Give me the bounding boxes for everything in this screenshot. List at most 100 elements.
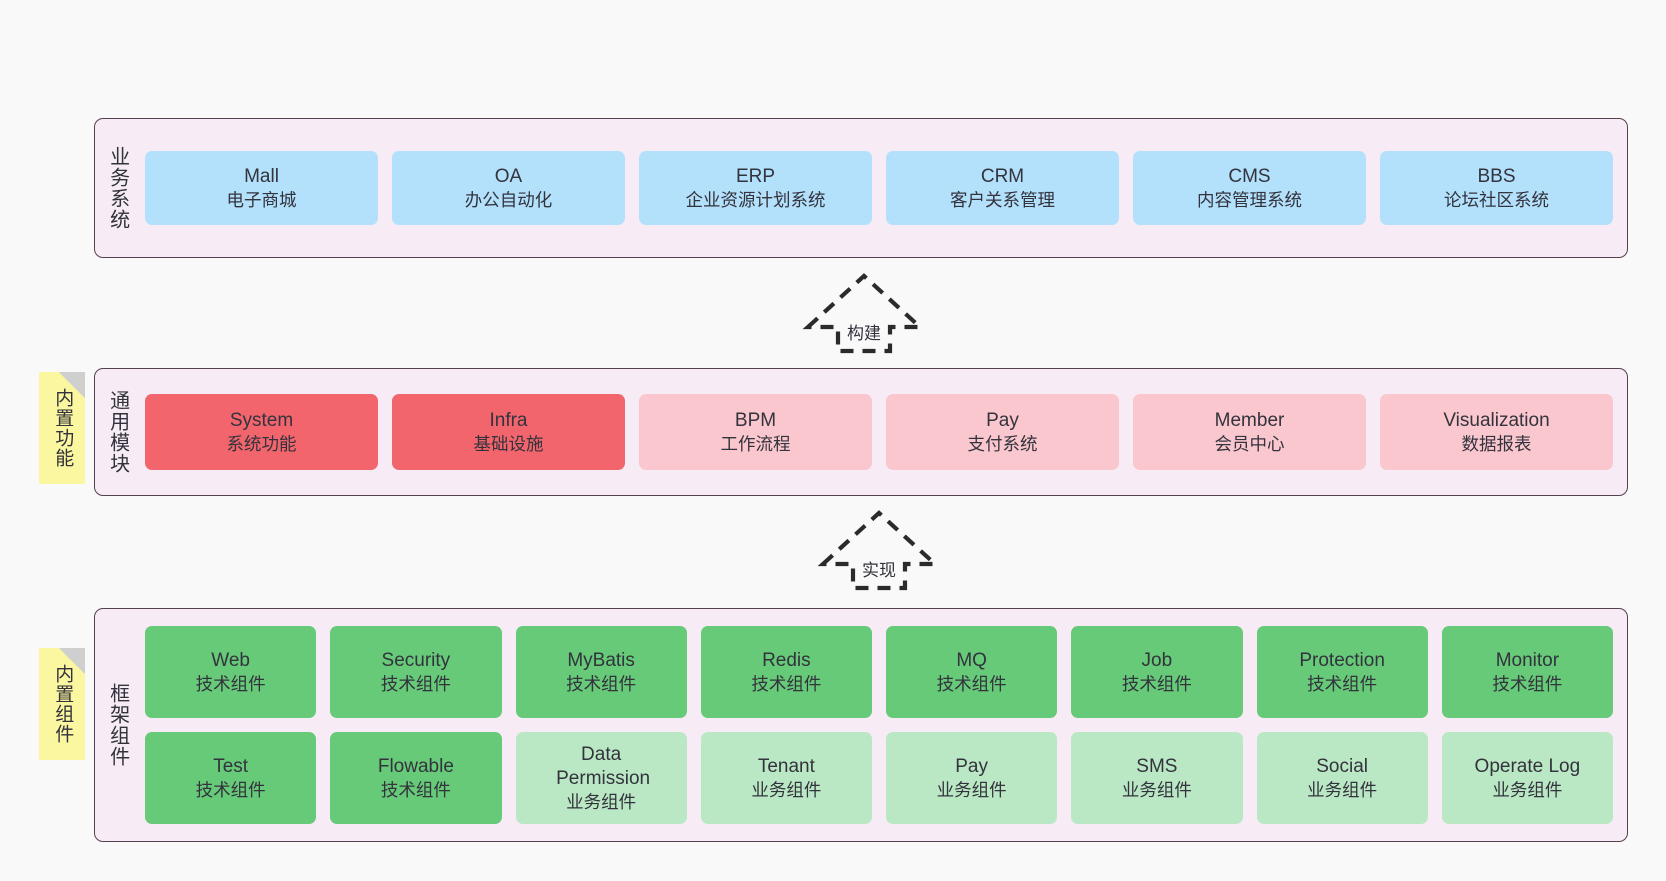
card-title: MyBatis: [567, 650, 635, 671]
card-infra[interactable]: Infra 基础设施: [392, 394, 625, 470]
card-subtitle: 支付系统: [967, 433, 1038, 454]
card-bpm[interactable]: BPM 工作流程: [639, 394, 872, 470]
layer-body-framework-components: Web 技术组件 Security 技术组件 MyBatis 技术组件 Redi…: [139, 609, 1627, 841]
card-title: SMS: [1136, 756, 1178, 777]
card-tenant[interactable]: Tenant 业务组件: [700, 732, 872, 824]
framework-row-business: Test 技术组件 Flowable 技术组件 Data Permission …: [145, 732, 1613, 824]
card-title: CRM: [980, 166, 1025, 187]
card-title: Security: [381, 650, 451, 671]
card-subtitle: 业务组件: [751, 779, 822, 800]
layer-title-framework-components: 框架组件: [106, 683, 129, 767]
card-security[interactable]: Security 技术组件: [330, 626, 502, 718]
card-data-permission[interactable]: Data Permission 业务组件: [515, 732, 687, 824]
card-title: Redis: [762, 650, 811, 671]
card-mq[interactable]: MQ 技术组件: [886, 626, 1058, 718]
card-title: Flowable: [377, 756, 454, 777]
card-subtitle: 企业资源计划系统: [685, 189, 826, 210]
card-subtitle: 论坛社区系统: [1444, 189, 1549, 210]
card-pay-business[interactable]: Pay 业务组件: [886, 732, 1058, 824]
layer-framework-components: 框架组件 Web 技术组件 Security 技术组件 MyBatis 技术组件…: [94, 608, 1628, 842]
card-web[interactable]: Web 技术组件: [145, 626, 317, 718]
card-title: Tenant: [757, 756, 815, 777]
card-title: MQ: [956, 650, 987, 671]
card-title: Job: [1141, 650, 1173, 671]
card-title: Pay: [986, 410, 1019, 431]
layer-common-modules: 通用模块 System 系统功能 Infra 基础设施 BPM 工作流程 Pay…: [94, 368, 1628, 496]
card-subtitle: 内容管理系统: [1197, 189, 1302, 210]
note-label: 内置组件: [52, 664, 74, 744]
card-subtitle: 业务组件: [1121, 779, 1192, 800]
card-subtitle: 基础设施: [473, 433, 544, 454]
card-mybatis[interactable]: MyBatis 技术组件: [515, 626, 687, 718]
card-pay[interactable]: Pay 支付系统: [886, 394, 1119, 470]
card-subtitle: 会员中心: [1214, 433, 1285, 454]
layer-body-common-modules: System 系统功能 Infra 基础设施 BPM 工作流程 Pay 支付系统…: [139, 369, 1627, 495]
card-system[interactable]: System 系统功能: [145, 394, 378, 470]
card-test[interactable]: Test 技术组件: [145, 732, 317, 824]
card-title: Test: [213, 756, 249, 777]
card-subtitle: 系统功能: [226, 433, 297, 454]
arrow-implement: 实现: [805, 508, 953, 591]
card-subtitle: 技术组件: [936, 673, 1007, 694]
card-operate-log[interactable]: Operate Log 业务组件: [1441, 732, 1613, 824]
layer-body-business-systems: Mall 电子商城 OA 办公自动化 ERP 企业资源计划系统 CRM 客户关系…: [139, 119, 1627, 257]
card-redis[interactable]: Redis 技术组件: [700, 626, 872, 718]
layer-title-business-systems: 业务系统: [106, 146, 129, 230]
card-cms[interactable]: CMS 内容管理系统: [1133, 151, 1366, 225]
arrow-build: 构建: [790, 271, 938, 354]
card-subtitle: 技术组件: [751, 673, 822, 694]
card-title: Pay: [955, 756, 988, 777]
card-subtitle: 技术组件: [1492, 673, 1563, 694]
note-fold-icon: [59, 372, 85, 398]
card-sms[interactable]: SMS 业务组件: [1071, 732, 1243, 824]
card-title: Web: [211, 650, 250, 671]
card-subtitle: 技术组件: [1307, 673, 1378, 694]
card-subtitle: 技术组件: [195, 779, 266, 800]
framework-row-technical: Web 技术组件 Security 技术组件 MyBatis 技术组件 Redi…: [145, 626, 1613, 718]
card-title: Member: [1214, 410, 1285, 431]
card-title: Social: [1316, 756, 1368, 777]
note-label: 内置功能: [52, 388, 74, 468]
card-subtitle: 技术组件: [380, 673, 451, 694]
card-crm[interactable]: CRM 客户关系管理: [886, 151, 1119, 225]
card-flowable[interactable]: Flowable 技术组件: [330, 732, 502, 824]
sticky-note-builtin-components: 内置组件: [39, 648, 85, 760]
card-bbs[interactable]: BBS 论坛社区系统: [1380, 151, 1613, 225]
card-title: System: [229, 410, 294, 431]
card-subtitle: 电子商城: [226, 189, 297, 210]
card-title: OA: [494, 166, 523, 187]
card-title: Operate Log: [1474, 756, 1581, 777]
card-subtitle: 技术组件: [380, 779, 451, 800]
card-subtitle: 客户关系管理: [950, 189, 1055, 210]
card-subtitle: 业务组件: [1492, 779, 1563, 800]
arrow-implement-label: 实现: [862, 561, 896, 580]
card-subtitle: 技术组件: [1121, 673, 1192, 694]
arrow-build-label: 构建: [847, 324, 881, 343]
card-visualization[interactable]: Visualization 数据报表: [1380, 394, 1613, 470]
card-erp[interactable]: ERP 企业资源计划系统: [639, 151, 872, 225]
card-social[interactable]: Social 业务组件: [1256, 732, 1428, 824]
card-member[interactable]: Member 会员中心: [1133, 394, 1366, 470]
card-job[interactable]: Job 技术组件: [1071, 626, 1243, 718]
card-subtitle: 工作流程: [720, 433, 791, 454]
layer-business-systems: 业务系统 Mall 电子商城 OA 办公自动化 ERP 企业资源计划系统 CRM…: [94, 118, 1628, 258]
card-title: Data Permission: [556, 744, 651, 789]
card-oa[interactable]: OA 办公自动化: [392, 151, 625, 225]
card-title: BPM: [734, 410, 777, 431]
card-title: Mall: [244, 166, 279, 187]
card-protection[interactable]: Protection 技术组件: [1256, 626, 1428, 718]
card-subtitle: 办公自动化: [464, 189, 553, 210]
sticky-note-builtin-functions: 内置功能: [39, 372, 85, 484]
card-subtitle: 业务组件: [936, 779, 1007, 800]
card-title: Infra: [489, 410, 528, 431]
card-mall[interactable]: Mall 电子商城: [145, 151, 378, 225]
card-title: ERP: [735, 166, 776, 187]
card-title: Monitor: [1495, 650, 1560, 671]
layer-title-common-modules: 通用模块: [106, 390, 129, 474]
card-title: Visualization: [1443, 410, 1550, 431]
card-monitor[interactable]: Monitor 技术组件: [1441, 626, 1613, 718]
card-subtitle: 业务组件: [566, 791, 637, 812]
note-fold-icon: [59, 648, 85, 674]
card-title: CMS: [1228, 166, 1271, 187]
